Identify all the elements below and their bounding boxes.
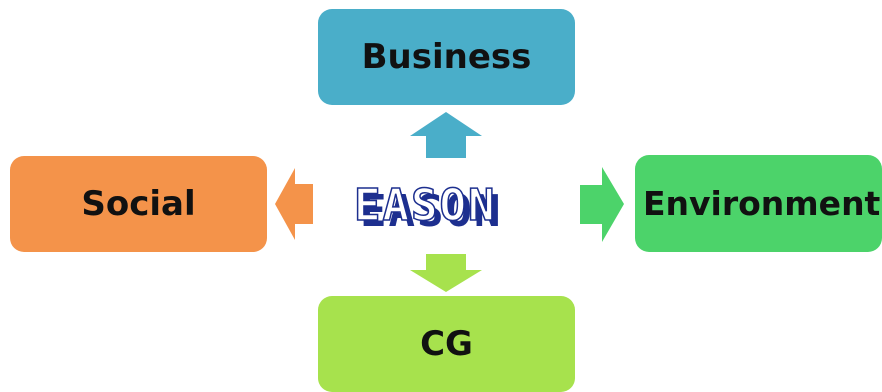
arrow-down-icon — [410, 254, 482, 292]
arrow-left-icon — [275, 168, 313, 240]
logo-text: EASON — [354, 182, 496, 231]
environment-label: Environment — [643, 184, 881, 223]
business-box: Business — [318, 9, 575, 105]
business-label: Business — [361, 37, 532, 77]
arrow-down-shape — [410, 254, 482, 292]
social-label: Social — [81, 184, 196, 224]
environment-box: Environment — [635, 155, 882, 252]
arrow-up-icon — [410, 112, 482, 158]
arrow-left-shape — [275, 168, 313, 240]
social-box: Social — [10, 156, 267, 252]
arrow-up-shape — [410, 112, 482, 158]
logo-shadow: EASON — [360, 186, 502, 232]
cg-label: CG — [420, 324, 473, 364]
arrow-right-icon — [580, 167, 624, 242]
cg-box: CG — [318, 296, 575, 392]
arrow-right-shape — [580, 167, 624, 242]
eason-logo: EASON EASON — [353, 182, 502, 232]
